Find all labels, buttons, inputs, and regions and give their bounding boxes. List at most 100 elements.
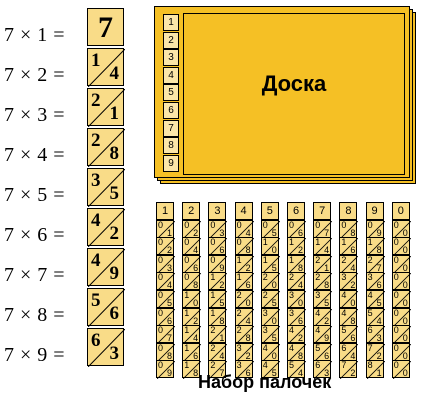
tens-digit: 3 (236, 360, 242, 371)
tens-digit: 0 (158, 360, 164, 371)
tens-digit: 1 (184, 290, 190, 300)
tens-digit: 5 (341, 325, 347, 336)
tens-digit: 3 (367, 272, 373, 283)
tens-digit: 2 (236, 290, 242, 300)
tens-digit: 2 (91, 90, 101, 111)
units-digit: 4 (245, 315, 251, 326)
units-digit: 0 (402, 315, 408, 326)
units-digit: 3 (166, 262, 172, 273)
units-digit: 2 (297, 245, 303, 256)
tens-digit: 1 (184, 325, 190, 336)
units-digit: 4 (193, 333, 199, 344)
units-digit: 9 (109, 263, 120, 284)
units-digit: 0 (402, 350, 408, 361)
tens-digit: 2 (367, 254, 373, 265)
tens-digit: 2 (210, 342, 216, 353)
tens-digit: 3 (262, 325, 268, 336)
units-digit: 2 (193, 315, 199, 326)
units-digit: 1 (324, 262, 330, 273)
units-digit: 3 (324, 368, 330, 379)
units-digit: 9 (219, 262, 225, 273)
units-digit: 9 (324, 333, 330, 344)
units-digit: 8 (219, 315, 225, 326)
tens-digit: 0 (393, 342, 399, 353)
tens-digit: 7 (367, 342, 373, 353)
units-digit: 6 (245, 280, 251, 291)
units-digit: 2 (297, 333, 303, 344)
units-digit: 0 (402, 298, 408, 308)
tens-digit: 4 (315, 307, 321, 318)
units-digit: 4 (297, 280, 303, 291)
tens-digit: 2 (315, 254, 321, 265)
units-digit: 0 (402, 262, 408, 273)
units-digit: 0 (402, 280, 408, 291)
units-digit: 2 (350, 280, 356, 291)
stick-head-digit: 4 (234, 202, 253, 220)
board-row-number: 1 (163, 14, 179, 31)
tens-digit: 0 (158, 325, 164, 336)
units-digit: 7 (376, 262, 382, 273)
stick-head-digit: 3 (208, 202, 227, 220)
units-digit: 4 (297, 368, 303, 379)
tens-digit: 5 (289, 360, 295, 371)
tens-digit: 1 (289, 254, 295, 265)
units-digit: 0 (271, 245, 277, 256)
equation-label: 7 × 1 = (4, 24, 66, 46)
tens-digit: 0 (184, 237, 190, 248)
board-row-number: 9 (163, 154, 179, 172)
board-row-number: 5 (163, 84, 179, 102)
tens-digit: 0 (158, 290, 164, 300)
units-digit: 8 (297, 262, 303, 273)
units-digit: 8 (376, 245, 382, 256)
tens-digit: 2 (289, 272, 295, 283)
units-digit: 6 (376, 280, 382, 291)
tens-digit: 6 (91, 330, 101, 351)
tens-digit: 3 (236, 342, 242, 353)
tens-digit: 0 (158, 307, 164, 318)
units-digit: 2 (350, 368, 356, 379)
units-digit: 6 (297, 227, 303, 238)
units-digit: 4 (219, 350, 225, 361)
units-digit: 1 (109, 103, 120, 124)
units-digit: 6 (193, 350, 199, 361)
units-digit: 4 (350, 350, 356, 361)
tens-digit: 4 (367, 290, 373, 300)
tens-digit: 3 (341, 272, 347, 283)
board-row-number: 7 (163, 119, 179, 137)
tens-digit: 1 (210, 272, 216, 283)
